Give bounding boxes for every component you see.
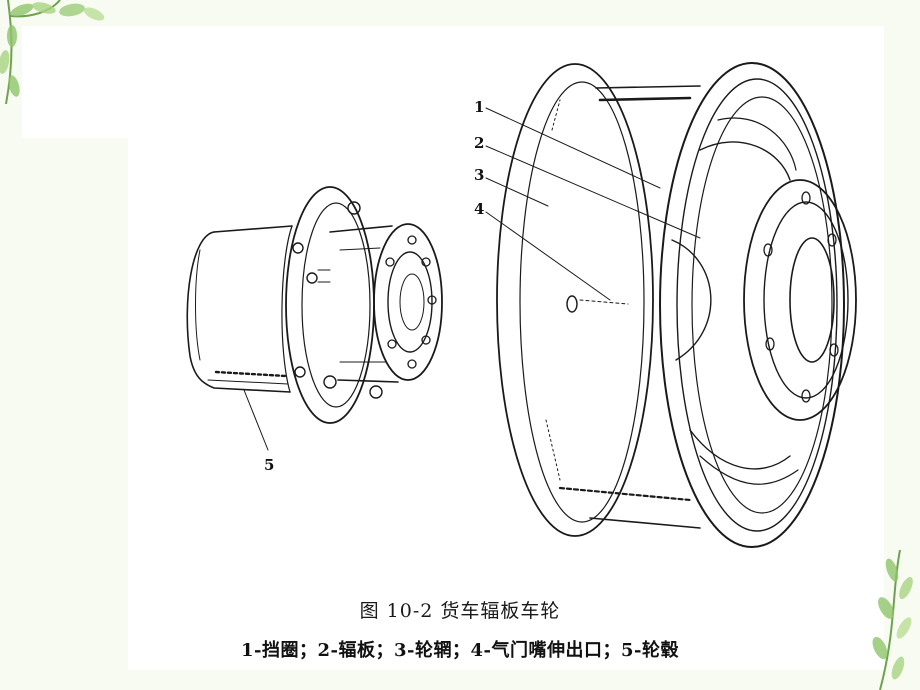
leaf-branch-icon bbox=[872, 550, 913, 690]
callout-1: 1 bbox=[474, 98, 484, 116]
callout-5: 5 bbox=[264, 456, 274, 474]
hub bbox=[186, 186, 443, 424]
figure-panel bbox=[128, 26, 884, 670]
wheel-diagram: 1 2 3 4 5 bbox=[186, 62, 857, 548]
leaf-branch-icon bbox=[0, 0, 105, 105]
figure-caption-title: 图 10-2 货车辐板车轮 bbox=[359, 600, 561, 622]
figure-caption-legend: 1-挡圈；2-辐板；3-轮辋；4-气门嘴伸出口；5-轮毂 bbox=[241, 640, 679, 661]
callout-2: 2 bbox=[474, 134, 484, 152]
leader-lines bbox=[243, 107, 701, 451]
callout-4: 4 bbox=[474, 200, 484, 218]
callout-3: 3 bbox=[474, 166, 484, 184]
wheel bbox=[496, 62, 857, 548]
